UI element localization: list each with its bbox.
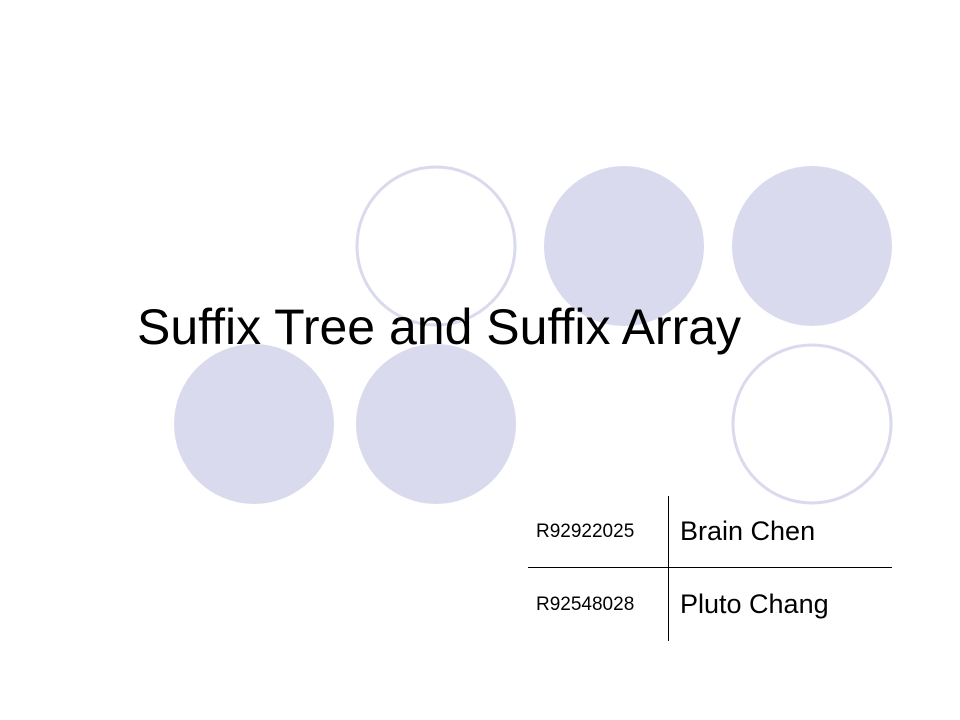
member-id: R92922025: [528, 496, 669, 568]
outline-circle-top-left: [355, 165, 517, 327]
member-name: Pluto Chang: [668, 567, 892, 641]
table-row: R92548028 Pluto Chang: [528, 567, 892, 641]
slide-title: Suffix Tree and Suffix Array: [137, 299, 742, 355]
filled-circle-bottom-middle: [356, 344, 516, 504]
table-row: R92922025 Brain Chen: [528, 496, 892, 568]
filled-circle-bottom-left: [174, 344, 334, 504]
filled-circle-top-right: [732, 166, 892, 326]
member-id: R92548028: [536, 593, 635, 615]
member-name: Brain Chen: [668, 496, 892, 568]
filled-circle-top-middle: [544, 166, 704, 326]
member-table: R92922025 Brain Chen R92548028 Pluto Cha…: [528, 496, 892, 641]
outline-circle-bottom-right: [731, 343, 893, 505]
